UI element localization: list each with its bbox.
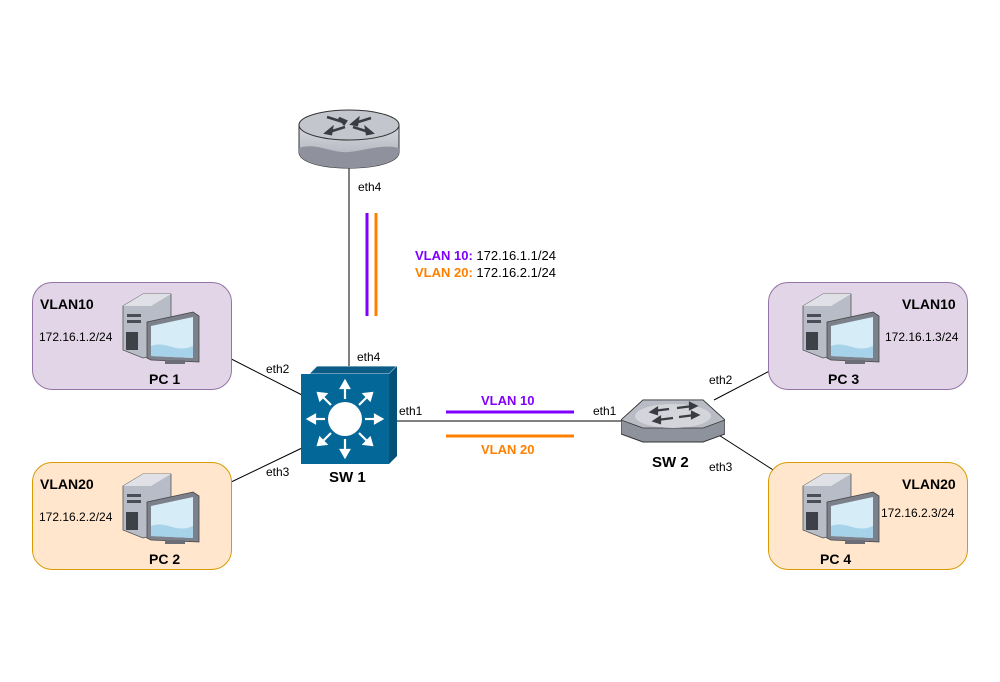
pc-icon[interactable] <box>121 472 201 550</box>
sw2-name: SW 2 <box>652 454 689 471</box>
layer3-switch-icon[interactable] <box>301 366 397 466</box>
sw1-port-eth1: eth1 <box>399 404 423 418</box>
sw2-port-eth3: eth3 <box>709 460 733 474</box>
sw1-port-eth3: eth3 <box>266 465 290 479</box>
sw1-name: SW 1 <box>329 469 366 486</box>
pc4-name: PC 4 <box>820 551 852 567</box>
router-icon[interactable] <box>297 108 401 170</box>
pc-icon[interactable] <box>801 472 881 550</box>
router-subinterface-vlan10: VLAN 10: 172.16.1.1/24 <box>415 248 556 263</box>
sw2-port-eth2: eth2 <box>709 373 733 387</box>
layer2-switch-icon[interactable] <box>621 398 725 444</box>
pc1-ip: 172.16.1.2/24 <box>39 330 113 344</box>
router-port-label: eth4 <box>358 180 382 194</box>
vlan20-gateway-ip: 172.16.2.1/24 <box>476 265 556 280</box>
pc2-vlan-label: VLAN20 <box>40 476 94 492</box>
sw2-port-eth1: eth1 <box>593 404 617 418</box>
pc4-ip: 172.16.2.3/24 <box>881 506 955 520</box>
pc3-ip: 172.16.1.3/24 <box>885 330 959 344</box>
vlan10-label: VLAN 10: <box>415 248 473 263</box>
pc2-name: PC 2 <box>149 551 181 567</box>
pc1-name: PC 1 <box>149 371 181 387</box>
pc3-vlan-label: VLAN10 <box>902 296 956 312</box>
vlan10-gateway-ip: 172.16.1.1/24 <box>476 248 556 263</box>
pc2-ip: 172.16.2.2/24 <box>39 510 113 524</box>
pc-icon[interactable] <box>801 292 881 370</box>
pc4-vlan-label: VLAN20 <box>902 476 956 492</box>
vlan20-label: VLAN 20: <box>415 265 473 280</box>
sw1-port-eth4: eth4 <box>357 350 381 364</box>
pc3-name: PC 3 <box>828 371 860 387</box>
pc1-vlan-label: VLAN10 <box>40 296 94 312</box>
sw1-port-eth2: eth2 <box>266 362 290 376</box>
router-subinterface-vlan20: VLAN 20: 172.16.2.1/24 <box>415 265 556 280</box>
trunk-vlan10-label: VLAN 10 <box>481 393 535 408</box>
pc-icon[interactable] <box>121 292 201 370</box>
trunk-vlan20-label: VLAN 20 <box>481 442 535 457</box>
